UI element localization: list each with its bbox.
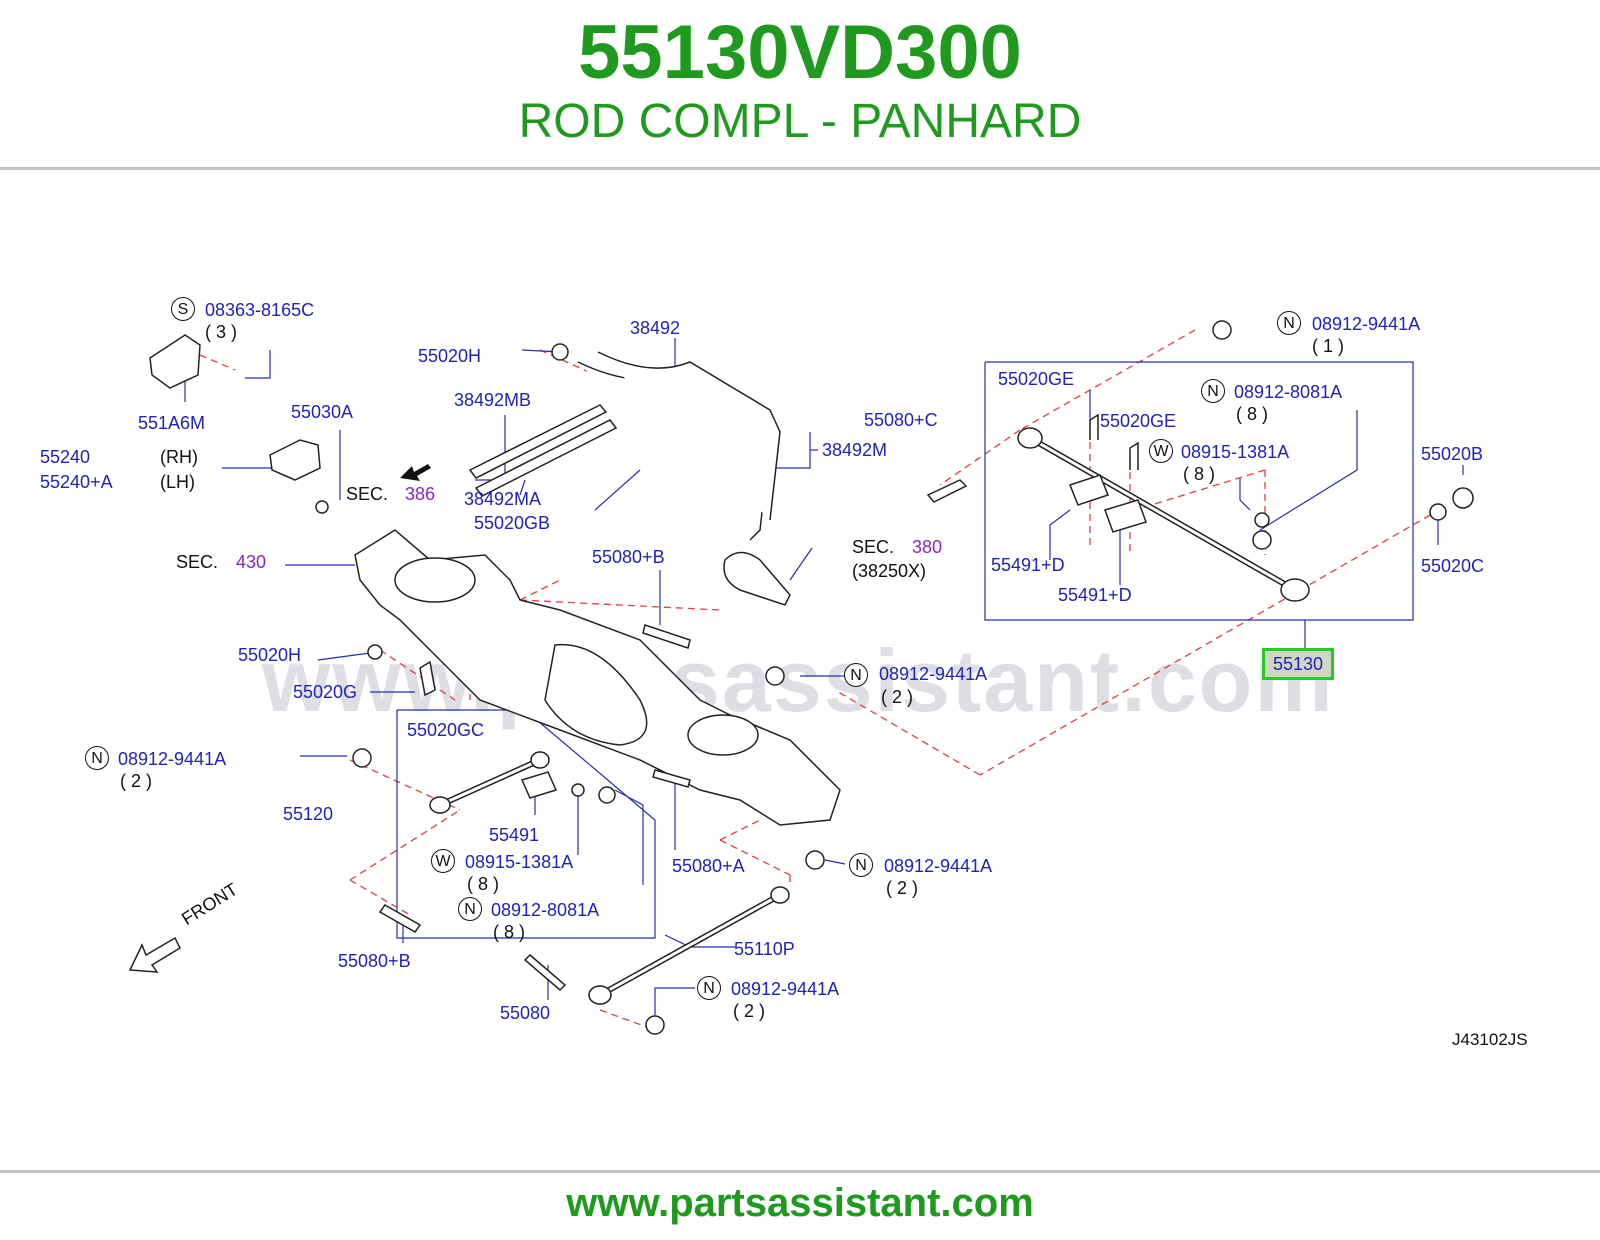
sec-430-link[interactable]: 430 [236,552,267,572]
qty-08912-8081a-bot: ( 8 ) [493,922,526,942]
qty-08912-9441a-right: ( 2 ) [886,878,919,898]
rh-label: (RH) [160,447,198,467]
part-label-55240-a[interactable]: 55240+A [40,472,113,492]
part-label-55080-b-bot[interactable]: 55080+B [338,951,411,971]
qty-08915-1381a-top: ( 8 ) [1183,464,1216,484]
part-label-08912-8081a-bot[interactable]: 08912-8081A [491,900,600,920]
part-label-55080-a[interactable]: 55080+A [672,856,745,876]
part-label-551a6m[interactable]: 551A6M [138,413,206,433]
part-label-38492m[interactable]: 38492M [822,440,888,460]
w-badge-bot: W [431,849,455,873]
part-label-08912-8081a-top[interactable]: 08912-8081A [1234,382,1343,402]
highlighted-part-55130[interactable]: 55130 [1262,648,1334,680]
part-label-55080-b-mid[interactable]: 55080+B [592,547,665,567]
qty-08912-9441a-bot: ( 2 ) [733,1001,766,1021]
part-label-55020h-mid[interactable]: 55020H [238,645,302,665]
footer-divider [0,1170,1600,1173]
n-badge-8081-bot: N [458,897,482,921]
part-label-55020g[interactable]: 55020G [293,682,358,702]
part-label-38250x: (38250X) [852,561,927,581]
part-label-55080[interactable]: 55080 [500,1003,551,1023]
part-label-08912-9441a-mid[interactable]: 08912-9441A [879,664,988,684]
n-badge-mid: N [844,663,868,687]
part-label-08915-1381a-bot[interactable]: 08915-1381A [465,852,574,872]
part-label-55240[interactable]: 55240 [40,447,91,467]
qty-08912-9441a-mid: ( 2 ) [881,687,914,707]
qty-08912-9441a-left: ( 2 ) [120,771,153,791]
part-label-38492ma[interactable]: 38492MA [464,489,542,509]
part-label-55491-d-b[interactable]: 55491+D [1058,585,1132,605]
sec-label-430: SEC. [176,552,219,572]
part-label-55080-c[interactable]: 55080+C [864,410,938,430]
part-label-38492[interactable]: 38492 [630,318,681,338]
header-divider [0,167,1600,170]
n-badge-top: N [1277,311,1301,335]
part-description: ROD COMPL - PANHARD [518,95,1082,148]
s-badge: S [171,297,195,321]
sec-380-link[interactable]: 380 [912,537,943,557]
sec-386-link[interactable]: 386 [405,484,436,504]
part-label-55020h-top[interactable]: 55020H [418,346,482,366]
part-label-55020ge-b[interactable]: 55020GE [1100,411,1177,431]
component-outlines [149,320,1474,1035]
part-label-55110p[interactable]: 55110P [734,939,795,959]
part-label-55020b[interactable]: 55020B [1421,444,1484,464]
front-arrow [128,936,181,973]
part-label-08912-9441a-right[interactable]: 08912-9441A [884,856,993,876]
part-label-55120[interactable]: 55120 [283,804,334,824]
part-label-08912-9441a-bot[interactable]: 08912-9441A [731,979,840,999]
diagram-code: J43102JS [1452,1030,1528,1049]
part-label-55030a[interactable]: 55030A [291,402,354,422]
qty-08912-8081a-top: ( 8 ) [1236,404,1269,424]
dashed-leader-lines [199,329,1431,1031]
part-number-title: 55130VD300 [578,10,1022,95]
part-label-38492mb[interactable]: 38492MB [454,390,532,410]
header: 55130VD300 ROD COMPL - PANHARD [0,0,1600,168]
sec-label-380: SEC. [852,537,895,557]
footer-url-link[interactable]: www.partsassistant.com [566,1181,1034,1225]
part-label-08915-1381a-top[interactable]: 08915-1381A [1181,442,1290,462]
part-label-55020gc[interactable]: 55020GC [407,720,485,740]
sec-386-arrow [400,464,431,481]
n-badge-left: N [85,746,109,770]
lh-label: (LH) [160,472,195,492]
part-label-55020c[interactable]: 55020C [1421,556,1485,576]
part-label-55020gb[interactable]: 55020GB [474,513,551,533]
n-badge-8081-top: N [1201,379,1225,403]
part-label-08363-8165c[interactable]: 08363-8165C [205,300,315,320]
part-label-08912-9441a-left[interactable]: 08912-9441A [118,749,227,769]
sec-label-386: SEC. [346,484,389,504]
part-label-55020ge-a[interactable]: 55020GE [998,369,1075,389]
qty-08912-9441a-top: ( 1 ) [1312,336,1345,356]
n-badge-right: N [849,853,873,877]
part-label-08912-9441a-top[interactable]: 08912-9441A [1312,314,1421,334]
part-label-55491-d-a[interactable]: 55491+D [991,555,1065,575]
part-label-55491[interactable]: 55491 [489,825,540,845]
callout-leader-lines [184,338,1464,1015]
w-badge-top: W [1149,439,1173,463]
n-badge-bot: N [697,976,721,1000]
qty-08363-8165c: ( 3 ) [205,322,238,342]
qty-08915-1381a-bot: ( 8 ) [467,874,500,894]
